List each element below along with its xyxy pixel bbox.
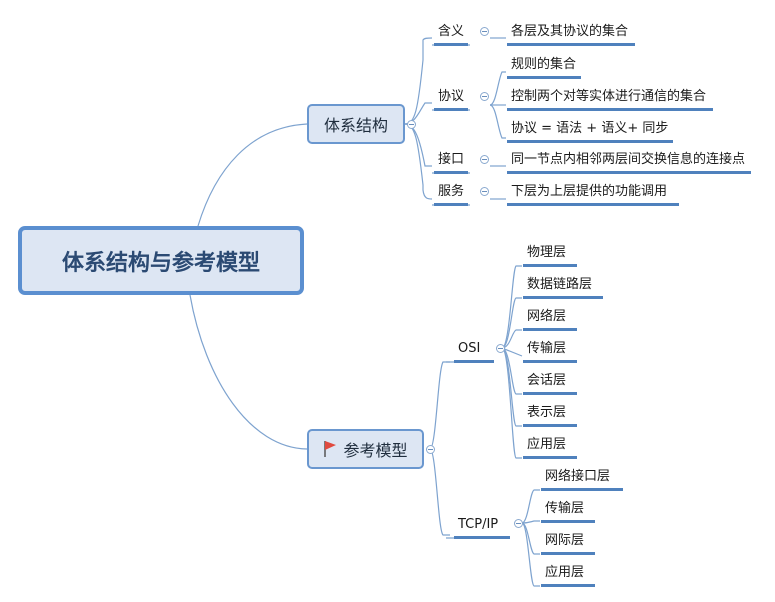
- leaf-osi-2[interactable]: 网络层: [523, 308, 577, 331]
- collapse-meaning-icon[interactable]: [480, 27, 489, 36]
- subtopic-protocol[interactable]: 协议: [434, 88, 469, 111]
- subtopic-meaning[interactable]: 含义: [434, 23, 469, 46]
- leaf-tcpip-1[interactable]: 传输层: [541, 500, 595, 523]
- collapse-tcpip-icon[interactable]: [514, 519, 523, 528]
- collapse-osi-icon[interactable]: [496, 344, 505, 353]
- leaf-interface-0[interactable]: 同一节点内相邻两层间交换信息的连接点: [507, 151, 751, 174]
- leaf-osi-4[interactable]: 会话层: [523, 372, 577, 395]
- leaf-protocol-1[interactable]: 控制两个对等实体进行通信的集合: [507, 88, 713, 111]
- leaf-tcpip-2[interactable]: 网际层: [541, 532, 595, 555]
- subtopic-interface[interactable]: 接口: [434, 151, 469, 174]
- collapse-protocol-icon[interactable]: [480, 92, 489, 101]
- leaf-osi-1[interactable]: 数据链路层: [523, 276, 603, 299]
- collapse-reference-model-icon[interactable]: [426, 445, 435, 454]
- leaf-protocol-2[interactable]: 协议 = 语法 + 语义+ 同步: [507, 120, 673, 143]
- collapse-interface-icon[interactable]: [480, 155, 489, 164]
- leaf-service-0[interactable]: 下层为上层提供的功能调用: [507, 183, 679, 206]
- subtopic-service[interactable]: 服务: [434, 183, 469, 206]
- flag-icon: [323, 440, 337, 458]
- topic-architecture[interactable]: 体系结构: [307, 104, 405, 144]
- leaf-meaning-0[interactable]: 各层及其协议的集合: [507, 23, 635, 46]
- leaf-protocol-0[interactable]: 规则的集合: [507, 56, 581, 79]
- leaf-tcpip-3[interactable]: 应用层: [541, 564, 595, 587]
- leaf-osi-6[interactable]: 应用层: [523, 436, 577, 459]
- leaf-osi-3[interactable]: 传输层: [523, 340, 577, 363]
- topic-reference-model-label: 参考模型: [343, 441, 408, 460]
- root-topic[interactable]: 体系结构与参考模型: [18, 226, 304, 295]
- collapse-architecture-icon[interactable]: [407, 120, 416, 129]
- topic-reference-model[interactable]: 参考模型: [307, 429, 424, 469]
- leaf-osi-5[interactable]: 表示层: [523, 404, 577, 427]
- leaf-tcpip-0[interactable]: 网络接口层: [541, 468, 623, 491]
- root-topic-label: 体系结构与参考模型: [61, 250, 260, 276]
- topic-architecture-label: 体系结构: [323, 116, 388, 135]
- collapse-service-icon[interactable]: [480, 187, 489, 196]
- leaf-osi-0[interactable]: 物理层: [523, 244, 577, 267]
- subtopic-tcpip[interactable]: TCP/IP: [454, 516, 510, 539]
- subtopic-osi[interactable]: OSI: [454, 340, 494, 363]
